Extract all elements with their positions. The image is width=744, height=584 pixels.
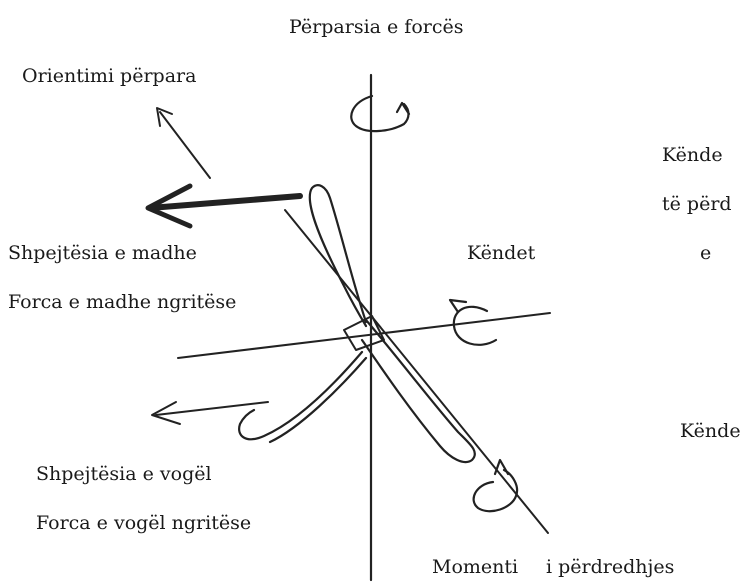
label-torque-moment: Momenti <box>432 556 519 578</box>
top-rotation-arrowhead <box>395 101 411 116</box>
rotor-hub <box>343 315 385 351</box>
label-right-top-3: e <box>700 242 712 264</box>
low-speed-arrowhead <box>151 401 181 425</box>
forward-arrow <box>159 111 211 179</box>
label-low-speed: Shpejtësia e vogël <box>36 463 212 485</box>
label-high-lift: Forca e madhe ngritëse <box>8 291 237 313</box>
forward-arrowhead <box>156 107 173 127</box>
diagonal-axis <box>284 209 549 534</box>
low-speed-arrow <box>155 401 269 416</box>
horizontal-axis <box>177 312 551 359</box>
label-right-middle: Kënde <box>680 420 741 442</box>
middle-rotation-arrowhead <box>448 298 468 314</box>
label-high-speed: Shpejtësia e madhe <box>8 242 197 264</box>
label-angles-middle: Këndet <box>467 242 536 264</box>
label-forward-orientation: Orientimi përpara <box>22 65 197 87</box>
bottom-rotation-arrow <box>472 468 519 513</box>
high-speed-arrow <box>147 193 303 211</box>
high-speed-arrowhead <box>145 183 193 229</box>
top-rotation-arrow <box>350 94 410 133</box>
label-force-priority: Përparsia e forcës <box>289 16 464 38</box>
label-torque-twist: i përdredhjes <box>546 556 675 578</box>
label-right-top-1: Kënde <box>662 144 723 166</box>
middle-rotation-arrow <box>452 305 498 346</box>
label-low-lift: Forca e vogël ngritëse <box>36 512 252 534</box>
upper-blade <box>308 184 368 328</box>
lower-blade <box>238 350 368 444</box>
label-right-top-2: të përd <box>662 193 732 215</box>
bottom-rotation-arrowhead <box>493 458 510 476</box>
diagonal-blade <box>360 318 476 464</box>
